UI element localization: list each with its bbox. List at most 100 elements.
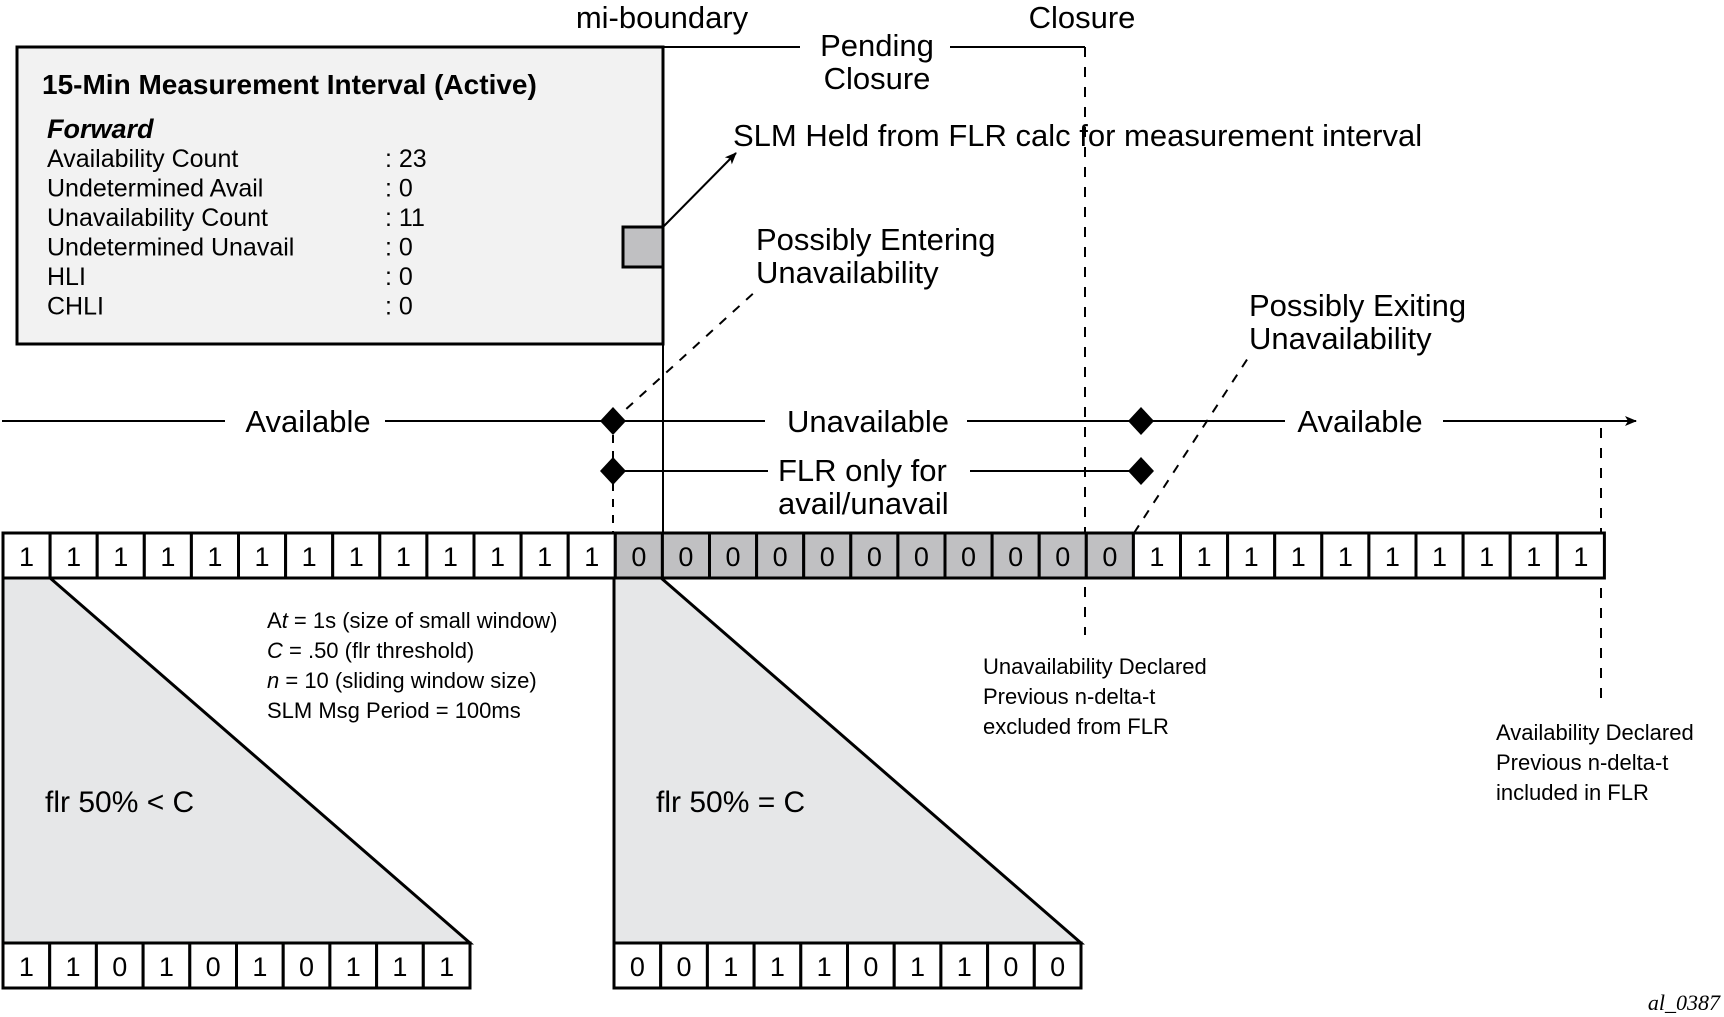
box-row-label: Undetermined Avail <box>47 175 263 203</box>
sequence-cell-value: 1 <box>1432 542 1447 572</box>
window-cell-value: 1 <box>770 952 785 982</box>
window-cell <box>752 941 803 990</box>
window-cell-value: 1 <box>910 952 925 982</box>
note-line: Previous n-delta-t <box>983 684 1155 709</box>
figure-id: al_0387 <box>1648 990 1721 1015</box>
sequence-cell-value: 0 <box>961 542 976 572</box>
sequence-cell-value: 0 <box>773 542 788 572</box>
sequence-cell-lost <box>660 531 712 580</box>
sequence-cell-received <box>519 531 570 580</box>
sequence-cell-received <box>1273 531 1324 580</box>
sequence-cell-value: 1 <box>1291 542 1306 572</box>
pending-closure-label-line1: Pending <box>820 28 934 63</box>
sequence-cell-received <box>142 531 193 580</box>
window-cell-value: 1 <box>66 952 81 982</box>
entering-dashed-pointer <box>612 289 758 422</box>
sequence-cell-value: 0 <box>1055 542 1070 572</box>
note-line: Previous n-delta-t <box>1496 750 1668 775</box>
possibly-entering-line1: Possibly Entering <box>756 222 996 257</box>
note-line: included in FLR <box>1496 780 1649 805</box>
slm-held-label: SLM Held from FLR calc for measurement i… <box>733 118 1422 153</box>
sequence-cell-received <box>1226 531 1277 580</box>
note-line: Availability Declared <box>1496 720 1694 745</box>
unavail-end-diamond-icon <box>1128 407 1154 435</box>
unavailability-declared-note: Unavailability Declared Previous n-delta… <box>983 654 1207 739</box>
sequence-cell-value: 0 <box>631 542 646 572</box>
param-delta-t: At = 1s (size of small window) <box>267 608 557 633</box>
sequence-cell-value: 1 <box>66 542 81 572</box>
sequence-cell-value: 1 <box>302 542 317 572</box>
sequence-cell-received <box>1508 531 1559 580</box>
window-cell <box>1032 941 1083 990</box>
window-cell-value: 1 <box>19 952 34 982</box>
box-row-value: : 0 <box>385 263 413 291</box>
availability-declared-note: Availability Declared Previous n-delta-t… <box>1496 720 1694 805</box>
window-cell-value: 1 <box>817 952 832 982</box>
window-cell-value: 0 <box>677 952 692 982</box>
sequence-cell-lost <box>802 531 853 580</box>
sequence-cell-lost <box>990 531 1041 580</box>
sequence-cell-received <box>1461 531 1512 580</box>
sequence-cell-value: 1 <box>255 542 270 572</box>
box-row-value: : 11 <box>385 204 425 232</box>
window-cell-value: 0 <box>1003 952 1018 982</box>
window-cell <box>94 941 145 990</box>
closure-label: Closure <box>1029 0 1136 35</box>
direction-label: Forward <box>47 114 154 144</box>
sequence-cell-value: 1 <box>160 542 175 572</box>
sequence-cell-received <box>472 531 523 580</box>
window-cell <box>846 941 896 990</box>
sequence-cell-value: 0 <box>820 542 835 572</box>
sequence-cell-received <box>1179 531 1230 580</box>
note-line: excluded from FLR <box>983 714 1169 739</box>
window-cell-value: 0 <box>206 952 221 982</box>
sequence-cell-value: 0 <box>726 542 741 572</box>
slm-held-arrow <box>662 152 737 228</box>
window-cell-value: 0 <box>112 952 127 982</box>
sequence-cell-value: 1 <box>1197 542 1212 572</box>
sequence-cell-value: 1 <box>207 542 222 572</box>
flr-end-diamond-icon <box>1128 457 1154 485</box>
sequence-cell-value: 1 <box>1338 542 1353 572</box>
window-cell-value: 1 <box>346 952 361 982</box>
window-cell <box>188 941 239 990</box>
window-flr-label: flr 50% < C <box>45 786 194 819</box>
sequence-cell-value: 1 <box>1479 542 1494 572</box>
box-row-label: Unavailability Count <box>47 204 268 232</box>
sequence-cell-value: 1 <box>19 542 34 572</box>
mi-boundary-label: mi-boundary <box>576 0 749 35</box>
sequence-cell-received <box>1367 531 1418 580</box>
window-cell-value: 1 <box>159 952 174 982</box>
sequence-cell-value: 1 <box>443 542 458 572</box>
window-cell <box>328 941 379 990</box>
window-cell-value: 1 <box>723 952 738 982</box>
box-row-label: Availability Count <box>47 145 238 173</box>
window-cell <box>375 941 425 990</box>
window-cell-value: 0 <box>1050 952 1065 982</box>
param-c: C = .50 (flr threshold) <box>267 638 474 663</box>
window-cell <box>705 941 756 990</box>
window-cell-value: 0 <box>863 952 878 982</box>
measurement-interval-box <box>15 45 665 346</box>
window-flr-label: flr 50% = C <box>656 786 805 819</box>
sequence-cell-value: 1 <box>1385 542 1400 572</box>
window-cell-value: 0 <box>299 952 314 982</box>
box-row-label: Undetermined Unavail <box>47 234 294 262</box>
sequence-cell-value: 0 <box>1008 542 1023 572</box>
sequence-cell-value: 1 <box>584 542 599 572</box>
sliding-window-shape <box>612 576 1086 945</box>
sequence-cell-value: 1 <box>396 542 411 572</box>
window-cell <box>1 941 52 990</box>
possibly-entering-line2: Unavailability <box>756 255 939 290</box>
window-cell <box>659 941 709 990</box>
exiting-dashed-pointer <box>1133 354 1251 534</box>
sequence-cell-received <box>237 531 288 580</box>
sequence-cell-value: 1 <box>1244 542 1259 572</box>
possibly-exiting-line2: Unavailability <box>1249 321 1432 356</box>
window-cell-value: 1 <box>252 952 267 982</box>
window-cell <box>281 941 332 990</box>
sequence-cell-value: 0 <box>867 542 882 572</box>
param-slm-period: SLM Msg Period = 100ms <box>267 698 521 723</box>
